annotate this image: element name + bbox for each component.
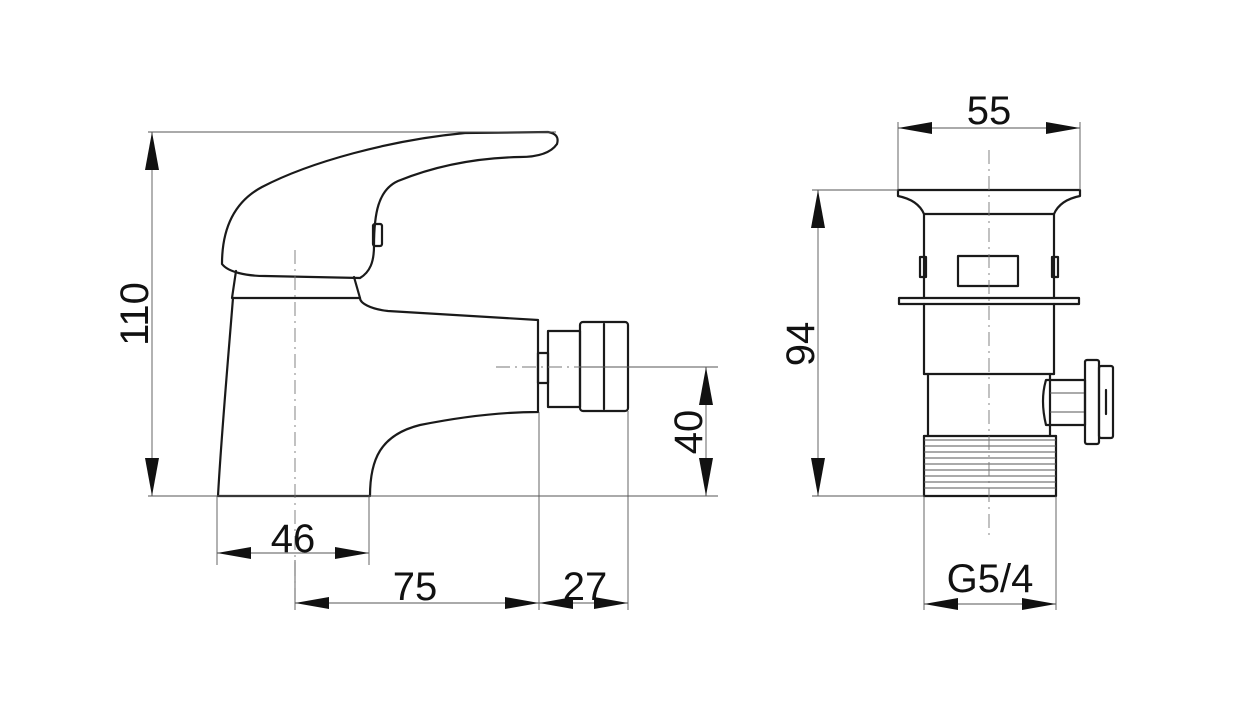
outlet-connector bbox=[536, 320, 630, 413]
handle-screw bbox=[371, 222, 384, 248]
dim-outlet-height-label: 40 bbox=[667, 410, 711, 455]
waste-side-connector bbox=[1041, 358, 1115, 446]
dim-height-110: 110 bbox=[113, 132, 159, 496]
dim-reach-75: 75 bbox=[295, 565, 539, 609]
waste-thread bbox=[922, 434, 1058, 498]
dim-reach-label: 75 bbox=[393, 565, 438, 609]
dim-outlet-length-label: 27 bbox=[563, 565, 608, 609]
dim-height-94: 94 bbox=[779, 190, 825, 496]
dim-height-label: 110 bbox=[113, 282, 157, 346]
dim-thread-label: G5/4 bbox=[947, 557, 1034, 601]
dim-waste-height-label: 94 bbox=[779, 322, 823, 367]
dim-outlet-height-40: 40 bbox=[667, 367, 713, 496]
dim-thread-g54: G5/4 bbox=[924, 557, 1056, 610]
faucet-body bbox=[216, 296, 540, 498]
dim-outlet-length-27: 27 bbox=[539, 565, 628, 609]
pop-up-waste-view: 55 94 G5/4 bbox=[779, 89, 1115, 610]
faucet-side-view: 110 40 46 75 27 bbox=[113, 130, 718, 610]
waste-flange bbox=[897, 296, 1081, 306]
faucet-collar bbox=[230, 269, 362, 300]
dim-cap-diameter-55: 55 bbox=[898, 89, 1080, 134]
faucet-lever bbox=[220, 130, 559, 280]
dim-base-width-46: 46 bbox=[217, 517, 369, 561]
dim-cap-diameter-label: 55 bbox=[967, 89, 1012, 133]
cage-window bbox=[956, 254, 1020, 288]
dim-base-width-label: 46 bbox=[271, 517, 316, 561]
